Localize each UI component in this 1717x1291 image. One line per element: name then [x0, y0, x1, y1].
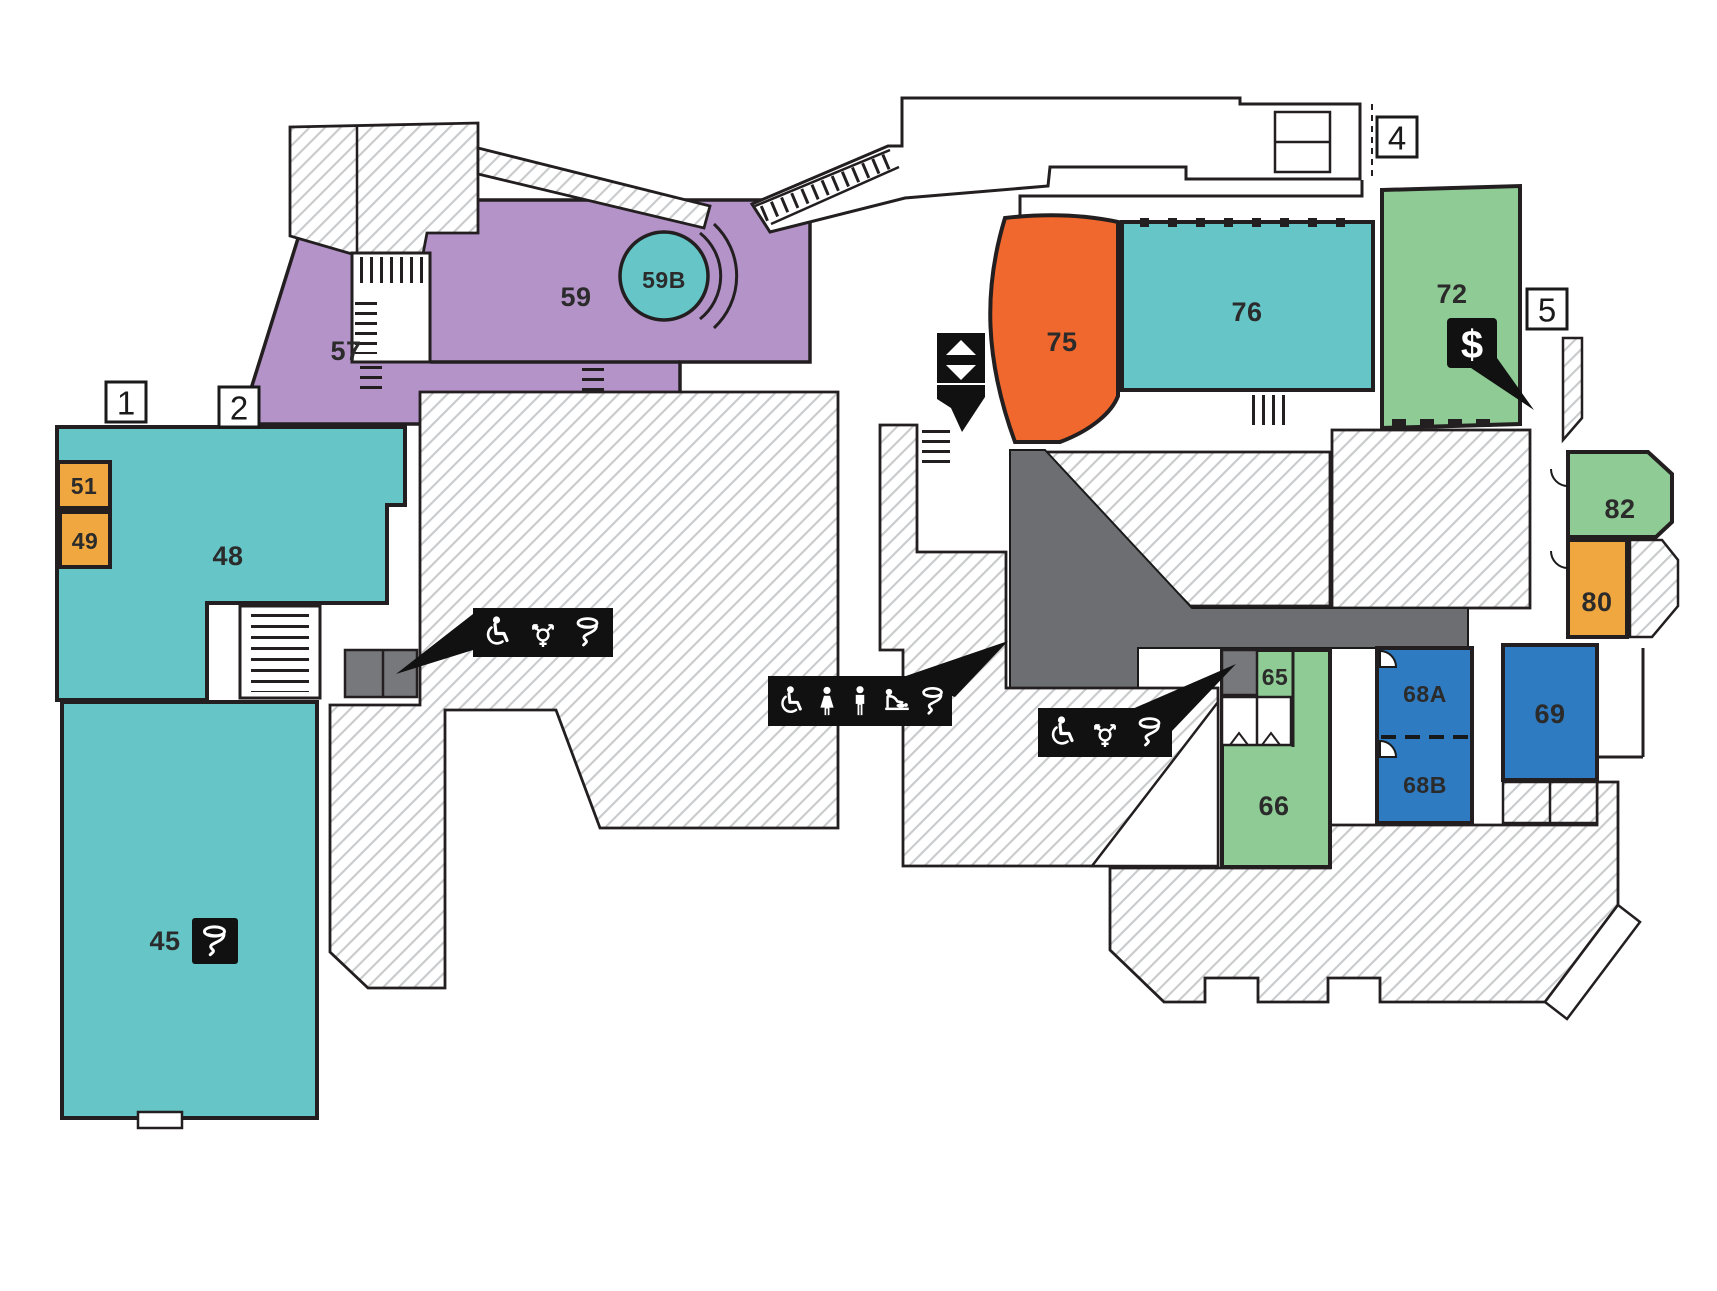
- stairs-59-lower: [360, 366, 604, 394]
- room-82-label: 82: [1604, 494, 1635, 524]
- entrance-marker-1: 1: [104, 380, 148, 424]
- room-68A-label: 68A: [1403, 681, 1447, 707]
- entrance-marker-5: 5: [1525, 287, 1569, 331]
- hatched-area-central: [328, 390, 840, 990]
- room-82: [1566, 450, 1674, 539]
- restroom-callout-west: [396, 608, 613, 674]
- hatched-area-bottom-right: [1108, 780, 1620, 1004]
- door-notch-45: [136, 1110, 184, 1130]
- entrance-4-label: 4: [1388, 120, 1406, 157]
- stairwell-57-59: [350, 251, 432, 364]
- room-65-label: 65: [1262, 664, 1289, 690]
- entrance-marker-2: 2: [217, 385, 261, 429]
- room-51: [56, 460, 112, 510]
- restrooms-gray-48: [343, 648, 419, 699]
- room-66-label: 66: [1258, 791, 1289, 821]
- entrance-2-label: 2: [230, 390, 248, 427]
- room-75-label: 75: [1046, 327, 1077, 357]
- entrance-5-label: 5: [1538, 292, 1556, 329]
- hatched-strip-entrance5: [1561, 336, 1584, 444]
- room-59B: [618, 230, 710, 322]
- hatched-area-right-block: [1330, 428, 1532, 610]
- room-80: [1566, 538, 1629, 639]
- entrance-1-label: 1: [117, 385, 135, 422]
- dollar-label: $: [1461, 323, 1483, 367]
- room-45: [60, 700, 319, 1120]
- wall-right-of-69: [1597, 648, 1645, 759]
- room-51-label: 51: [71, 473, 98, 499]
- restroom-callout-center: [768, 641, 1008, 726]
- hatched-wedge-right-of-80: [1628, 538, 1680, 639]
- room-48-label: 48: [212, 541, 243, 571]
- room-68AB-block: [1375, 646, 1474, 825]
- dollar-icon: $: [1447, 318, 1534, 410]
- room-68B-label: 68B: [1403, 772, 1447, 798]
- room-labels: 45 48 49 51 57 59 59B 65 66 68A 68B 69 7…: [71, 267, 1635, 956]
- upper-walkway: [749, 96, 1373, 234]
- entrance-marker-4: 4: [1375, 115, 1419, 159]
- restroom-callout-east: [1038, 664, 1236, 757]
- curved-wall-59B: [699, 222, 739, 330]
- elevator-icon: [937, 333, 985, 432]
- tornado-shelter-icon-45: [192, 918, 238, 964]
- column-ticks-72: [1392, 419, 1490, 427]
- white-wedge: [1089, 698, 1220, 868]
- room-76: [1120, 220, 1375, 392]
- hatched-area-top-left: [288, 121, 712, 256]
- room-69: [1501, 643, 1599, 782]
- room-59-label: 59: [560, 282, 591, 312]
- room-65-66-block: [1220, 648, 1332, 869]
- stairwell-48-45: [238, 604, 322, 700]
- cells-below-69: [1501, 780, 1599, 825]
- room-45-label: 45: [149, 926, 180, 956]
- room-76-label: 76: [1231, 297, 1262, 327]
- room-49: [58, 510, 112, 569]
- column-ticks-76: [1140, 218, 1345, 227]
- room-72-label: 72: [1436, 279, 1467, 309]
- escalator-icon: [759, 151, 897, 222]
- door-arcs-right-corridor: [1550, 468, 1569, 569]
- room-69-label: 69: [1534, 699, 1565, 729]
- room-80-label: 80: [1581, 587, 1612, 617]
- bay-window: [1543, 903, 1642, 1021]
- room-57-label: 57: [330, 336, 361, 366]
- room-75: [988, 213, 1120, 444]
- room-49-label: 49: [72, 528, 99, 554]
- corridor-wall-above-76: [1018, 180, 1364, 222]
- room-59B-label: 59B: [642, 267, 686, 293]
